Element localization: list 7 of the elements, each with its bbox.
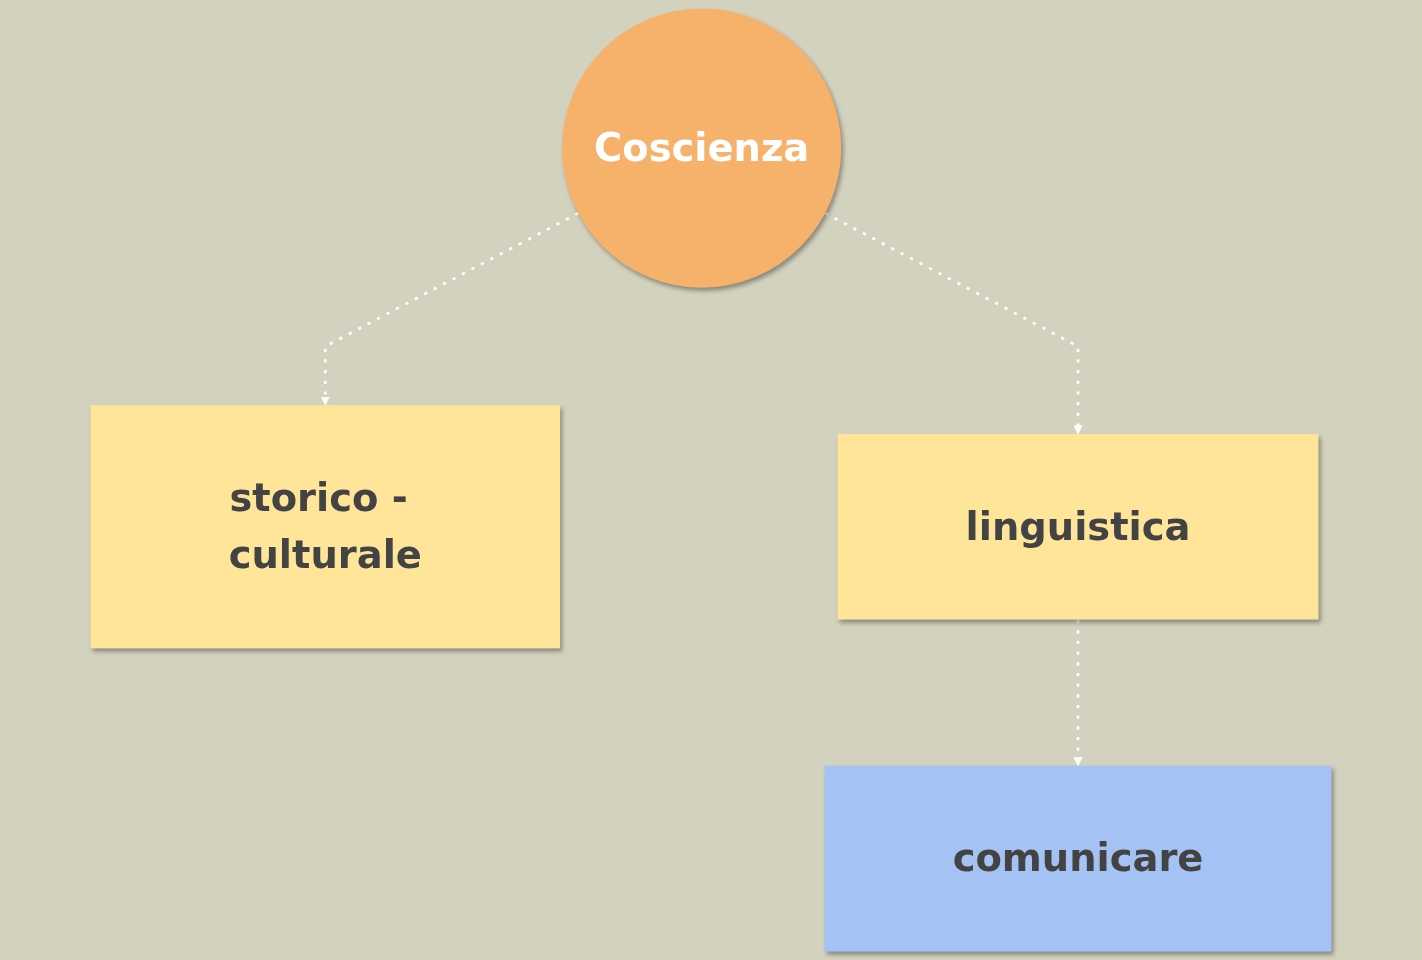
node-box: linguistica bbox=[837, 433, 1319, 620]
arrow bbox=[824, 211, 1083, 435]
node-box: storico - culturale bbox=[90, 405, 561, 649]
node-circle: Coscienza bbox=[562, 8, 842, 288]
node-box: comunicare bbox=[824, 765, 1332, 952]
arrow bbox=[320, 211, 579, 406]
arrow bbox=[1073, 619, 1083, 767]
